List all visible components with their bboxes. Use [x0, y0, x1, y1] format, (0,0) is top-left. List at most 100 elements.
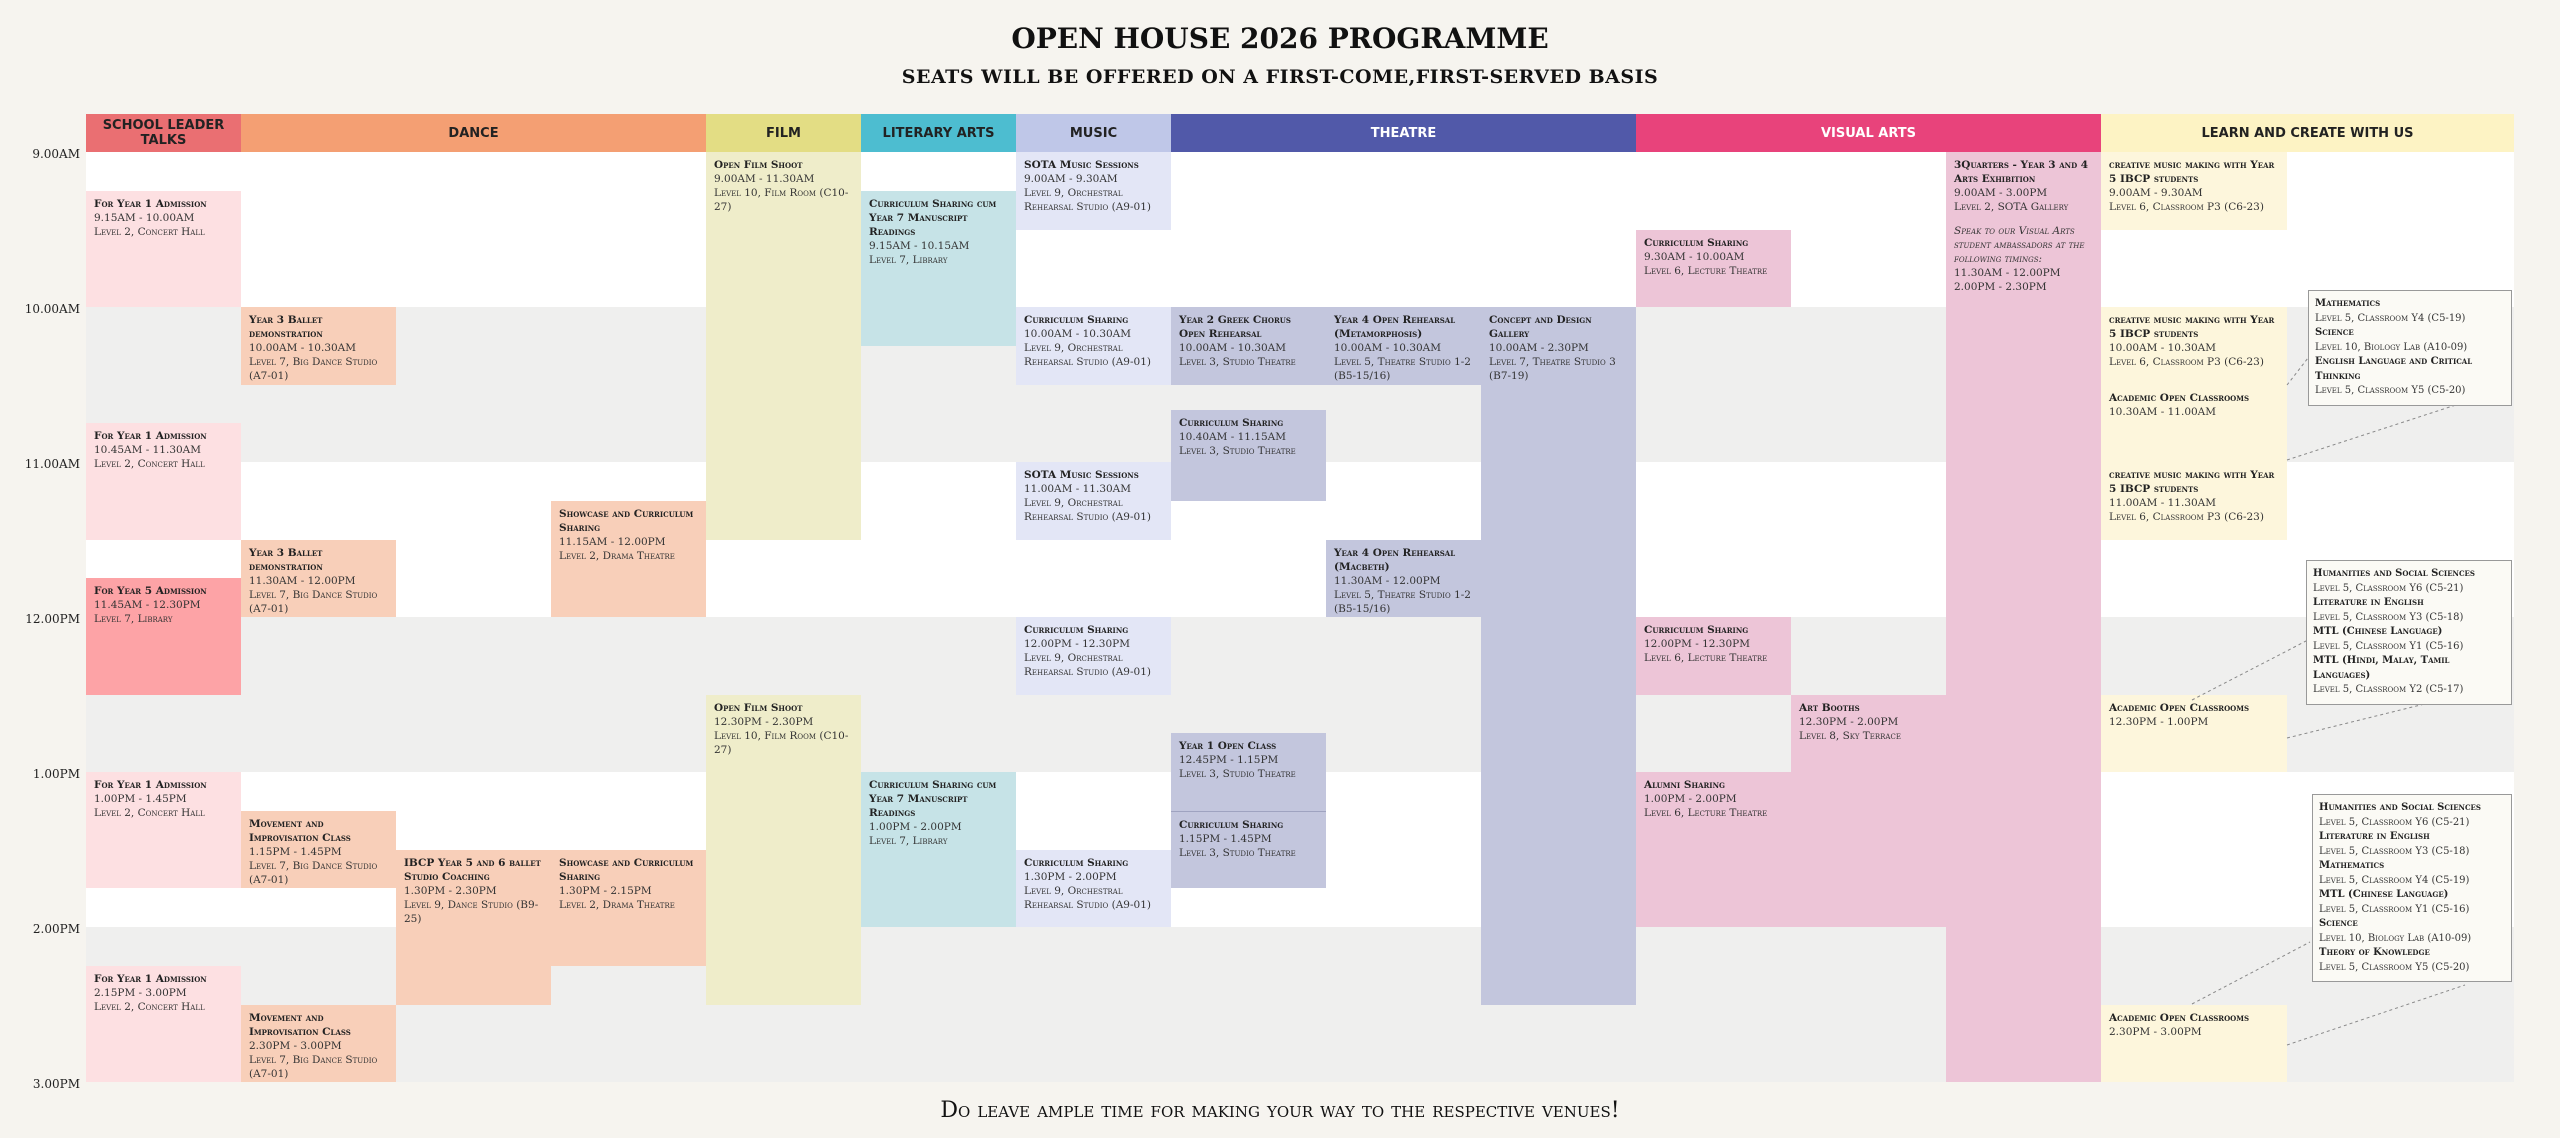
event-title: Curriculum Sharing — [1644, 624, 1749, 636]
callout-subject: Literature in English — [2319, 831, 2430, 842]
event-venue: Level 2, Concert Hall — [94, 458, 205, 471]
event-title: SOTA Music Sessions — [1024, 159, 1139, 171]
event-title: For Year 1 Admission — [94, 779, 207, 791]
event-title: Curriculum Sharing — [1024, 314, 1129, 326]
callout-venue: Level 5, Classroom Y5 (C5-20) — [2319, 961, 2470, 973]
time-label: 1.00PM — [32, 767, 80, 781]
event-venue: Level 9, Orchestral Rehearsal Studio (A9… — [1024, 497, 1151, 523]
event-venue: Level 2, Drama Theatre — [559, 898, 675, 911]
event-title: Academic Open Classrooms — [2109, 701, 2250, 714]
event-title: Year 4 Open Rehearsal (Metamorphosis) — [1334, 314, 1456, 340]
event-time: 9.15AM - 10.15AM — [869, 239, 970, 252]
page-subtitle: SEATS WILL BE OFFERED ON A FIRST-COME,FI… — [901, 66, 1659, 88]
callout-venue: Level 5, Classroom Y4 (C5-19) — [2315, 312, 2466, 324]
event-title: Year 3 Ballet demonstration — [249, 314, 323, 340]
callout-venue: Level 5, Classroom Y6 (C5-21) — [2313, 582, 2464, 594]
event-time: 10.45AM - 11.30AM — [94, 444, 202, 457]
event-block: 3Quarters - Year 3 and 4 Arts Exhibition… — [1946, 152, 2101, 1082]
event-time: 10.00AM - 10.30AM — [249, 342, 357, 354]
event-title: Curriculum Sharing — [1644, 236, 1749, 249]
event-title: Alumni Sharing — [1644, 779, 1725, 791]
event-title: Movement and Improvisation Class — [249, 817, 351, 844]
event-title: For Year 5 Admission — [94, 585, 207, 598]
callout-subject: MTL (Hindi, Malay, Tamil Languages) — [2313, 655, 2450, 681]
event-title: Academic Open Classrooms — [2109, 1011, 2250, 1024]
event-title: Curriculum Sharing cum Year 7 Manuscript… — [869, 779, 997, 819]
event-title: Year 2 Greek Chorus Open Rehearsal — [1179, 314, 1291, 340]
event-venue: Level 7, Big Dance Studio (A7-01) — [249, 356, 378, 382]
event-venue: Level 7, Big Dance Studio (A7-01) — [249, 588, 378, 615]
callout-venue: Level 5, Classroom Y3 (C5-18) — [2319, 845, 2470, 857]
event-time: 2.30PM - 3.00PM — [249, 1039, 342, 1052]
callout-subject: Mathematics — [2319, 860, 2385, 871]
event-title: IBCP Year 5 and 6 ballet Studio Coaching — [404, 856, 541, 883]
event-time: 12.30PM - 1.00PM — [2109, 715, 2209, 728]
event-venue: Level 7, Theatre Studio 3 (B7-19) — [1489, 356, 1616, 382]
event-block: Year 3 Ballet demonstration 10.00AM - 10.… — [241, 307, 396, 385]
event-time: 9.00AM - 9.30AM — [2109, 187, 2203, 199]
callout-venue: Level 10, Biology Lab (A10-09) — [2319, 932, 2472, 944]
event-venue: Level 7, Library — [869, 835, 948, 847]
event-venue: Level 9, Dance Studio (B9-25) — [404, 898, 539, 925]
event-venue: Level 3, Studio Theatre — [1179, 846, 1296, 859]
event-venue: Level 6, Lecture Theatre — [1644, 652, 1768, 664]
event-title: For Year 1 Admission — [94, 197, 207, 210]
callout-subject: English Language and Critical Thinking — [2315, 356, 2473, 382]
event-venue: Level 2, Concert Hall — [94, 1000, 205, 1013]
event-note: Speak to our Visual Arts student ambassa… — [1954, 225, 2085, 265]
event-title: Curriculum Sharing — [1024, 856, 1129, 869]
event-title: Curriculum Sharing — [1179, 417, 1284, 430]
event-title: 3Quarters - Year 3 and 4 Arts Exhibition — [1954, 159, 2089, 185]
callout-subject: Literature in English — [2313, 597, 2424, 608]
event-time: 2.15PM - 3.00PM — [94, 986, 187, 999]
page-title: OPEN HOUSE 2026 PROGRAMME — [1011, 22, 1549, 55]
event-note-time: 2.00PM - 2.30PM — [1954, 281, 2047, 293]
event-time: 1.00PM - 2.00PM — [1644, 793, 1737, 805]
event-venue: Level 9, Orchestral Rehearsal Studio (A9… — [1024, 652, 1151, 678]
time-label: 3.00PM — [32, 1077, 80, 1091]
column-header-literary-arts: LITERARY ARTS — [861, 114, 1016, 152]
event-title: For Year 1 Admission — [94, 972, 207, 985]
event-time: 1.30PM - 2.30PM — [404, 884, 497, 897]
event-time: 1.30PM - 2.00PM — [1024, 870, 1117, 883]
event-time: 9.00AM - 11.30AM — [714, 173, 815, 185]
callout-subject: Mathematics — [2315, 298, 2381, 309]
event-time: 2.30PM - 3.00PM — [2109, 1025, 2202, 1038]
event-venue: Level 6, Lecture Theatre — [1644, 264, 1768, 277]
callout-subject: Science — [2315, 327, 2354, 338]
event-venue: Level 9, Orchestral Rehearsal Studio (A9… — [1024, 884, 1151, 911]
event-block: creative music making with Year 5 IBCP s… — [2101, 307, 2287, 385]
event-title: Curriculum Sharing — [1024, 624, 1129, 636]
event-venue: Level 2, SOTA Gallery — [1954, 201, 2069, 213]
event-title: Curriculum Sharing — [1179, 818, 1284, 831]
event-time: 10.00AM - 10.30AM — [1024, 328, 1132, 340]
event-title: creative music making with Year 5 IBCP s… — [2109, 159, 2275, 185]
event-time: 1.00PM - 2.00PM — [869, 821, 962, 833]
event-venue: Level 2, Concert Hall — [94, 225, 205, 238]
event-venue: Level 3, Studio Theatre — [1179, 356, 1296, 368]
callout-venue: Level 5, Classroom Y1 (C5-16) — [2313, 640, 2464, 652]
event-venue: Level 7, Library — [869, 253, 948, 266]
event-time: 12.30PM - 2.00PM — [1799, 715, 1899, 728]
event-time: 9.15AM - 10.00AM — [94, 211, 195, 224]
